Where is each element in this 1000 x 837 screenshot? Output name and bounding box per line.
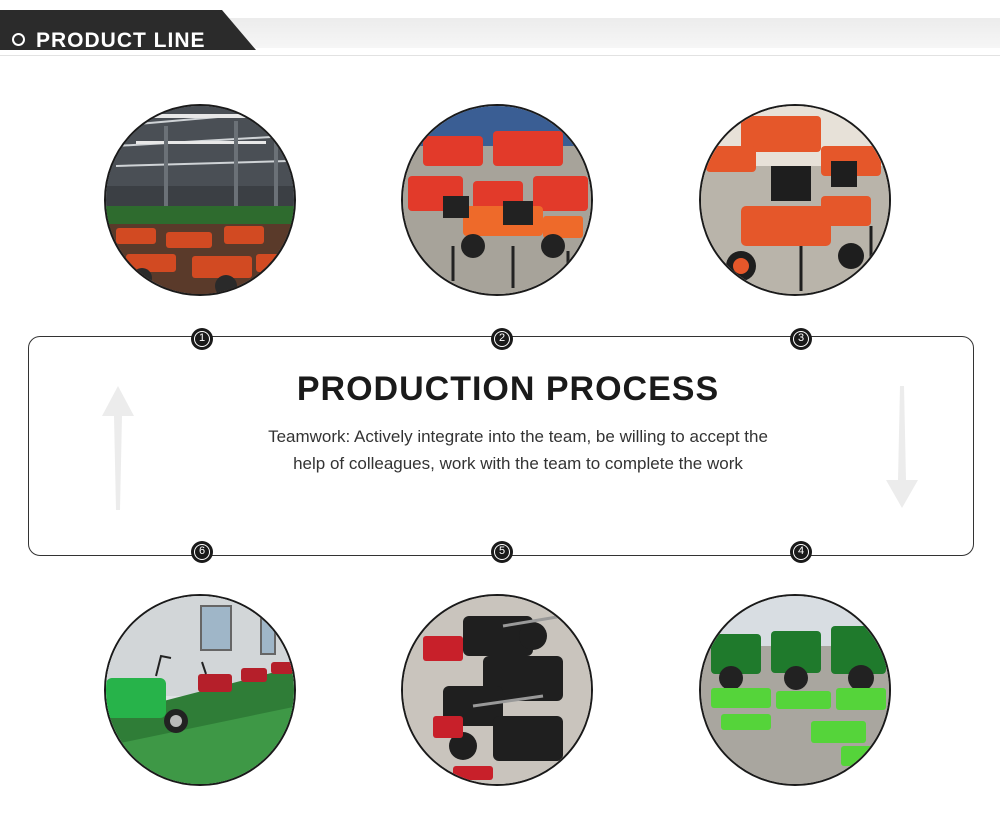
step-number: 5 bbox=[494, 544, 510, 560]
production-process-panel bbox=[28, 336, 974, 556]
header-tab: PRODUCT LINE bbox=[0, 10, 258, 52]
step-badge-3: 3 bbox=[790, 328, 812, 350]
step-badge-2: 2 bbox=[491, 328, 513, 350]
step-number: 2 bbox=[494, 331, 510, 347]
process-title: PRODUCTION PROCESS bbox=[296, 370, 720, 408]
page-title: PRODUCT LINE bbox=[36, 29, 206, 52]
photo-step-4 bbox=[699, 594, 891, 786]
photo-step-5 bbox=[401, 594, 593, 786]
step-number: 1 bbox=[194, 331, 210, 347]
arrow-down-icon bbox=[886, 386, 918, 508]
step-number: 4 bbox=[793, 544, 809, 560]
photo-step-6 bbox=[104, 594, 296, 786]
step-badge-5: 5 bbox=[491, 541, 513, 563]
step-badge-4: 4 bbox=[790, 541, 812, 563]
process-description: Teamwork: Actively integrate into the te… bbox=[268, 427, 768, 473]
photo-step-1 bbox=[104, 104, 296, 296]
arrow-up-icon bbox=[102, 386, 134, 510]
step-number: 6 bbox=[194, 544, 210, 560]
photo-step-3 bbox=[699, 104, 891, 296]
header-divider bbox=[0, 55, 1000, 56]
step-number: 3 bbox=[793, 331, 809, 347]
step-badge-1: 1 bbox=[191, 328, 213, 350]
photo-step-2 bbox=[401, 104, 593, 296]
circle-icon bbox=[12, 33, 25, 46]
step-badge-6: 6 bbox=[191, 541, 213, 563]
